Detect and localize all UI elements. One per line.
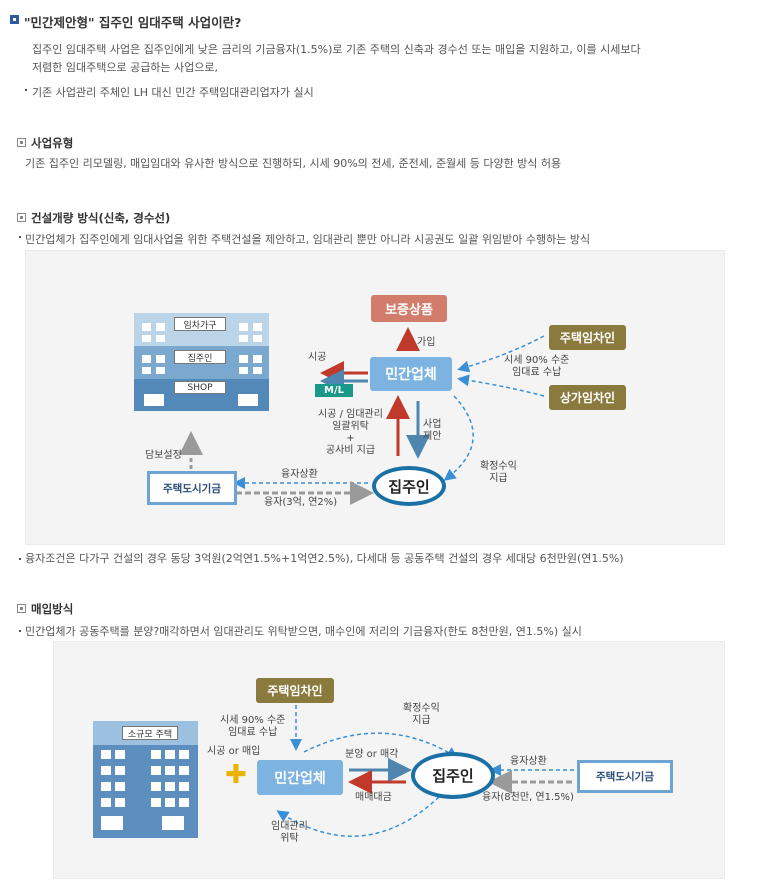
section-purchase-bullet: 민간업체가 공동주택를 분양?매각하면서 임대관리도 위탁받으면, 매수인에 저… xyxy=(25,625,582,638)
label-market-rent: 시세 90% 수준 임대료 수납 xyxy=(504,355,570,378)
label-repay: 융자상환 xyxy=(510,756,547,767)
label-fixed-return: 확정수익 지급 xyxy=(480,461,517,484)
label-propose: 사업 제안 xyxy=(423,419,442,442)
diagram-2-arrows xyxy=(276,705,574,837)
section-icon xyxy=(17,138,26,147)
diagram-build-method: 임차가구 집주인 SHOP 보증상품 민간업체 주택임차인 상가임차인 주택도시… xyxy=(25,250,725,545)
building-label-shop: SHOP xyxy=(174,381,226,394)
label-sale-price: 매매대금 xyxy=(355,792,392,803)
section-icon xyxy=(17,604,26,613)
label-join: 가입 xyxy=(417,337,436,348)
plus-icon: ✚ xyxy=(225,760,247,790)
owner-ellipse: 집주인 xyxy=(411,752,495,799)
intro-line-1: 집주인 임대주택 사업은 집주인에게 낮은 금리의 기금융자(1.5%)로 기존… xyxy=(32,43,641,56)
label-build-or-buy: 시공 or 매입 xyxy=(207,746,261,757)
section-build-bullet: 민간업체가 집주인에게 임대사업을 위한 주택건설을 제안하고, 임대관리 뿐만… xyxy=(25,233,591,246)
ml-badge: M/L xyxy=(315,384,353,397)
section-icon xyxy=(17,213,26,222)
page-title: "민간제안형" 집주인 임대주택 사업이란? xyxy=(24,15,242,30)
label-collateral: 담보설정 xyxy=(145,450,182,461)
section-title-purchase: 매입방식 xyxy=(31,602,74,616)
bullet-dot xyxy=(25,89,27,91)
label-construction: 시공 xyxy=(308,352,327,363)
company-box: 민간업체 xyxy=(370,357,452,391)
fund-box: 주택도시기금 xyxy=(577,760,673,793)
loan-condition-note: 융자조건은 다가구 건설의 경우 동당 3억원(2억연1.5%+1억연2.5%)… xyxy=(25,552,624,565)
section-title-build: 건설개량 방식(신축, 경수선) xyxy=(31,211,171,225)
shop-tenant-box: 상가임차인 xyxy=(549,385,626,410)
intro-bullet: 기존 사업관리 주체인 LH 대신 민간 주택임대관리업자가 실시 xyxy=(32,86,314,99)
label-repay: 융자상환 xyxy=(281,469,318,480)
title-icon xyxy=(10,15,19,24)
label-loan: 융자(8천만, 연1.5%) xyxy=(482,792,574,803)
label-loan: 융자(3억, 연2%) xyxy=(264,497,338,508)
diagram-purchase-method: 소규모 주택 ✚ 주택임차인 민간업체 집주인 주택도시기금 시세 90% 수준… xyxy=(53,641,725,879)
bullet-dot xyxy=(19,558,21,560)
owner-ellipse: 집주인 xyxy=(372,466,446,506)
diagram-1-arrows xyxy=(179,327,545,505)
fund-box: 주택도시기금 xyxy=(147,471,237,505)
intro-line-2: 저렴한 임대주택으로 공급하는 사업으로, xyxy=(32,61,219,74)
building-label-owner: 집주인 xyxy=(174,350,226,364)
label-delegate: 임대관리 위탁 xyxy=(271,821,308,844)
house-tenant-box: 주택임차인 xyxy=(549,325,626,350)
section-type-text: 기존 집주인 리모델링, 매입임대와 유사한 방식으로 진행하되, 시세 90%… xyxy=(25,157,562,170)
house-tenant-box: 주택임차인 xyxy=(256,678,334,703)
label-market-rent: 시세 90% 수준 임대료 수납 xyxy=(220,715,286,738)
label-fixed-return: 확정수익 지급 xyxy=(403,703,440,726)
bullet-dot xyxy=(19,630,21,632)
building-label-small-house: 소규모 주택 xyxy=(122,726,178,740)
bullet-dot xyxy=(19,236,21,238)
label-sell: 분양 or 매각 xyxy=(345,749,399,760)
building-label-tenant: 임차가구 xyxy=(174,317,226,331)
guarantee-box: 보증상품 xyxy=(371,295,447,322)
section-title-type: 사업유형 xyxy=(31,136,74,150)
label-delegate: 시공 / 임대관리 일괄위탁 + 공사비 지급 xyxy=(318,409,383,456)
building-2-icon xyxy=(93,721,198,838)
company-box: 민간업체 xyxy=(257,760,343,795)
